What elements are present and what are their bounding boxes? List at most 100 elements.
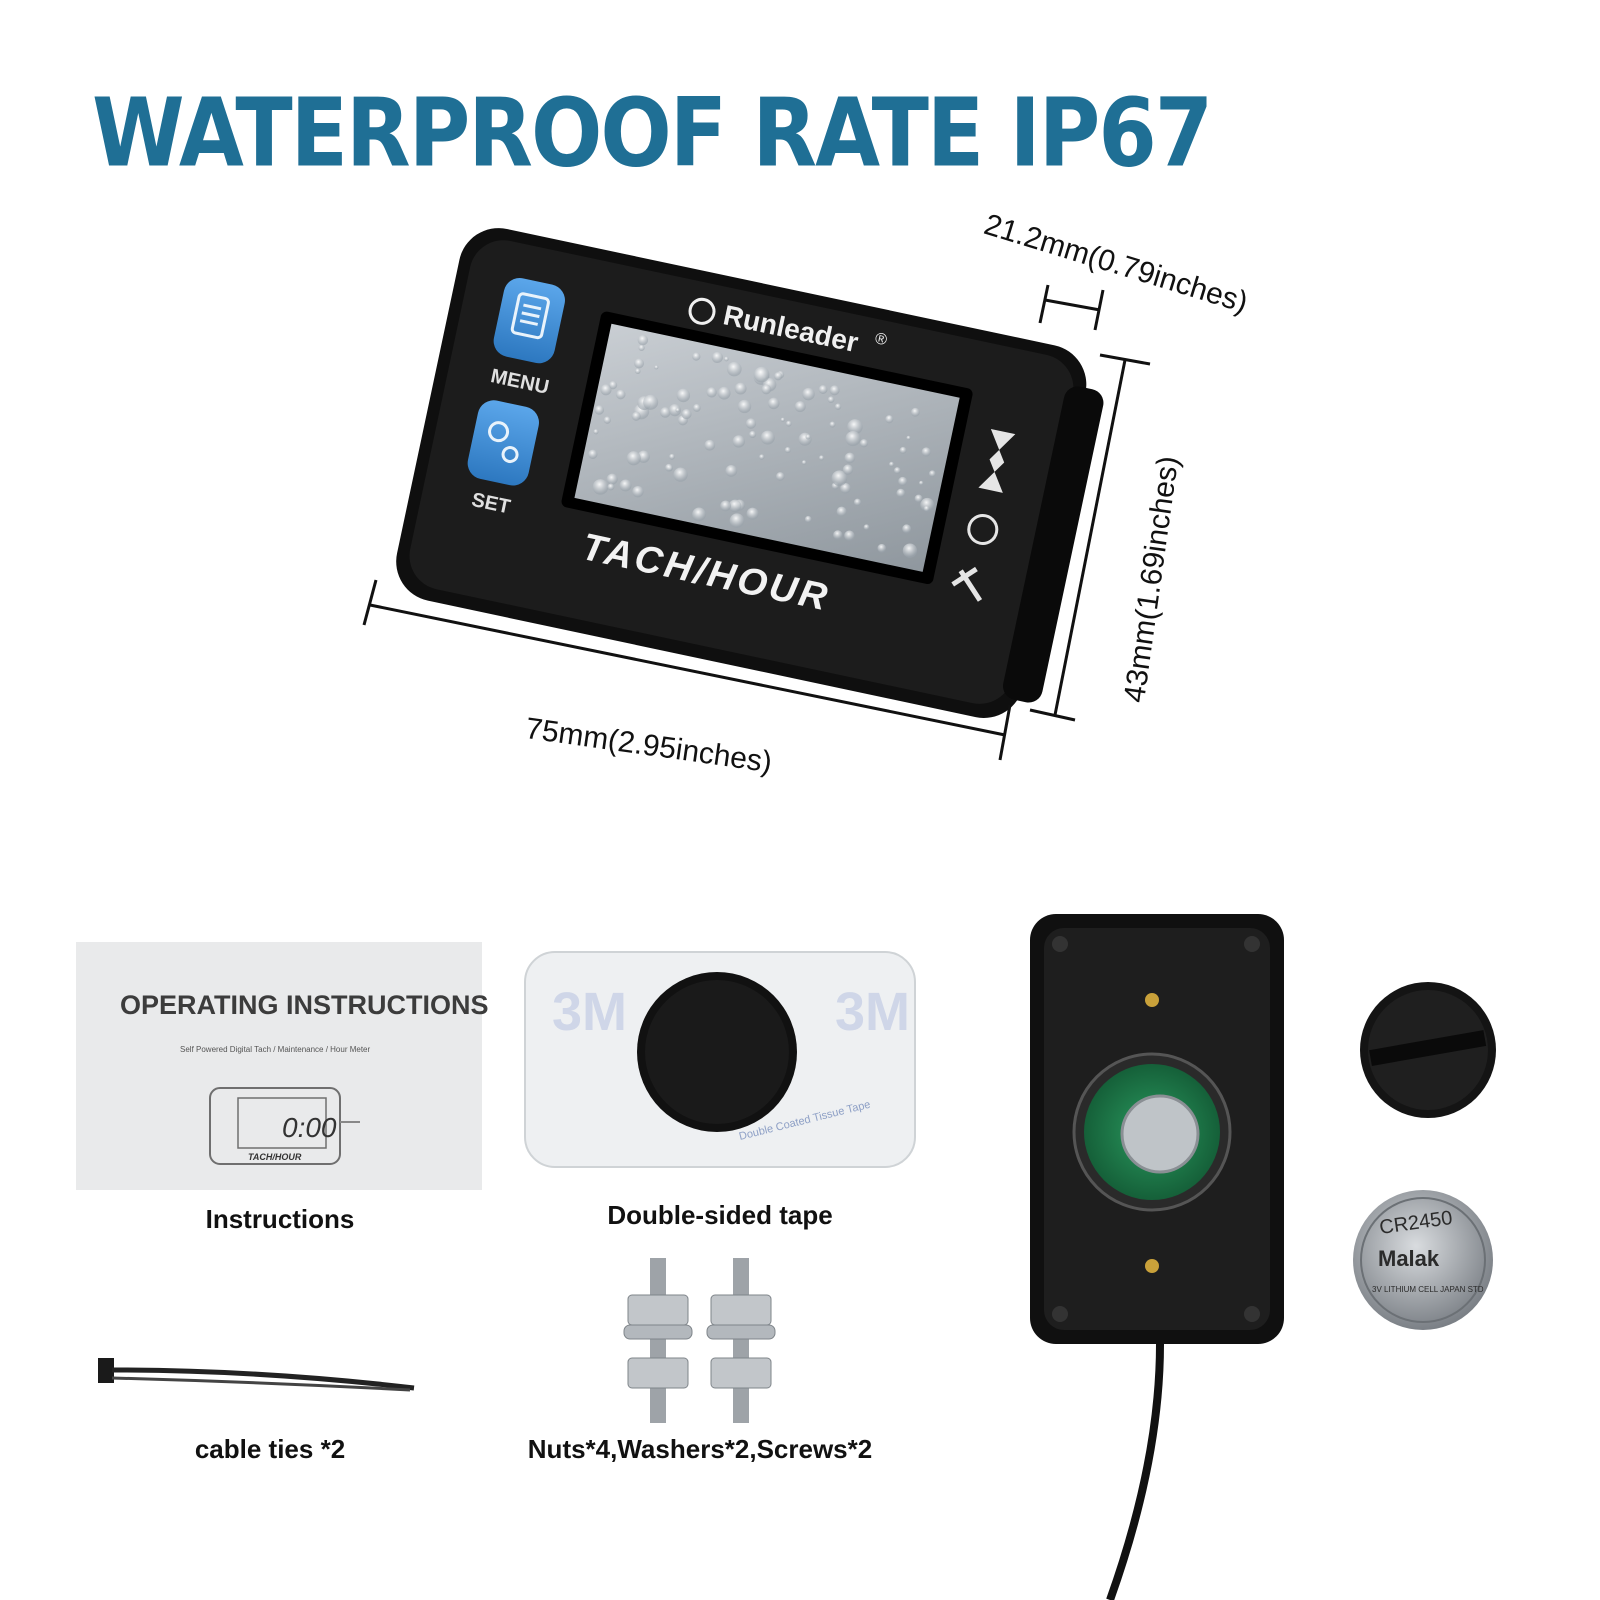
water-droplet <box>706 387 717 398</box>
water-droplet <box>737 399 752 414</box>
set-button[interactable] <box>465 397 542 488</box>
page-headline: WATERPROOF RATE IP67 <box>92 78 1213 188</box>
water-droplet <box>833 530 843 540</box>
water-droplet <box>899 446 907 454</box>
caption-hardware: Nuts*4,Washers*2,Screws*2 <box>527 1434 873 1464</box>
device-back <box>1030 914 1284 1600</box>
water-droplet <box>775 472 785 481</box>
water-droplet <box>659 407 671 418</box>
water-droplet <box>818 385 828 394</box>
water-droplet <box>615 389 626 400</box>
water-droplet <box>727 361 742 377</box>
water-droplet <box>637 334 649 346</box>
water-droplet <box>761 384 772 395</box>
double-sided-tape: 3M 3M Double Coated Tissue Tape <box>524 951 916 1168</box>
water-droplet <box>704 439 716 451</box>
water-droplet <box>804 515 812 523</box>
water-droplet <box>673 467 688 482</box>
water-droplet <box>732 435 745 448</box>
water-droplet <box>619 479 632 492</box>
water-droplet <box>626 451 641 466</box>
water-droplet <box>805 434 811 440</box>
water-droplet <box>829 385 840 396</box>
water-droplet <box>607 483 615 491</box>
water-droplet <box>859 439 869 448</box>
water-droplet <box>692 403 701 412</box>
water-droplet <box>836 506 847 517</box>
water-droplet <box>923 505 930 512</box>
water-droplet <box>711 351 723 364</box>
water-droplet <box>734 382 747 395</box>
water-droplet <box>921 447 931 457</box>
water-droplet <box>767 397 780 410</box>
battery-cap <box>1360 982 1496 1118</box>
booklet-title: OPERATING INSTRUCTIONS <box>120 990 489 1020</box>
water-droplet <box>638 344 645 352</box>
water-droplet <box>753 366 770 383</box>
water-droplet <box>745 418 757 429</box>
water-droplet <box>831 470 848 486</box>
water-droplet <box>785 420 792 427</box>
water-droplet <box>632 486 644 498</box>
water-droplet <box>631 411 641 421</box>
water-droplet <box>728 499 742 513</box>
water-droplet <box>906 435 911 441</box>
water-droplet <box>729 513 745 529</box>
water-droplet <box>675 408 680 413</box>
water-droplet <box>746 507 759 520</box>
water-droplet <box>593 429 599 435</box>
water-droplets <box>588 334 936 558</box>
water-droplet <box>863 524 870 531</box>
water-droplet <box>717 386 731 400</box>
water-droplet <box>692 507 706 522</box>
water-droplet <box>668 404 682 417</box>
water-droplet <box>914 494 923 503</box>
water-droplet <box>794 401 806 413</box>
water-droplet <box>669 453 675 460</box>
screws-and-nuts <box>623 1258 776 1423</box>
caption-tape: Double-sided tape <box>607 1200 833 1230</box>
caption-instructions: Instructions <box>205 1204 355 1234</box>
water-droplet <box>681 409 692 420</box>
water-droplet <box>634 368 641 375</box>
water-droplet <box>885 415 894 424</box>
hour-meter-device: MENU SET Runleader ® TACH/HOUR <box>396 228 1104 718</box>
water-droplet <box>844 452 856 464</box>
water-droplet <box>918 480 924 486</box>
water-droplet <box>720 500 731 512</box>
water-droplet <box>829 421 836 428</box>
water-droplet <box>759 454 765 460</box>
booklet-subtitle: Self Powered Digital Tach / Maintenance … <box>180 1045 371 1054</box>
gear-icon <box>488 421 519 464</box>
water-droplet <box>692 352 701 361</box>
water-droplet <box>827 396 835 404</box>
water-droplet <box>606 473 618 485</box>
water-droplet <box>845 431 861 447</box>
water-droplet <box>608 381 618 390</box>
rpm-icon <box>967 513 999 545</box>
water-droplet <box>634 358 644 369</box>
water-droplet <box>893 467 901 474</box>
dimension-lines <box>362 284 1151 761</box>
water-droplet <box>889 461 895 467</box>
sensor-wire <box>1106 1343 1164 1600</box>
water-droplet <box>594 405 605 415</box>
hourglass-icon <box>978 428 1016 493</box>
water-droplet <box>818 455 825 461</box>
water-droplet <box>898 476 908 486</box>
water-droplet <box>780 417 785 422</box>
water-droplet <box>592 479 609 495</box>
cable-tie <box>98 1358 415 1392</box>
water-droplet <box>774 372 783 381</box>
water-droplet <box>840 482 851 494</box>
water-droplet <box>676 388 691 403</box>
water-droplet <box>588 449 598 460</box>
instructions-booklet: 0:00 TACH/HOUR OPERATING INSTRUCTIONS Se… <box>76 942 489 1190</box>
water-droplet <box>643 394 659 410</box>
water-droplet <box>748 430 757 439</box>
svg-text:3M: 3M <box>552 982 627 1042</box>
water-droplet <box>784 447 791 454</box>
water-droplet <box>654 365 659 370</box>
water-droplet <box>600 384 612 396</box>
